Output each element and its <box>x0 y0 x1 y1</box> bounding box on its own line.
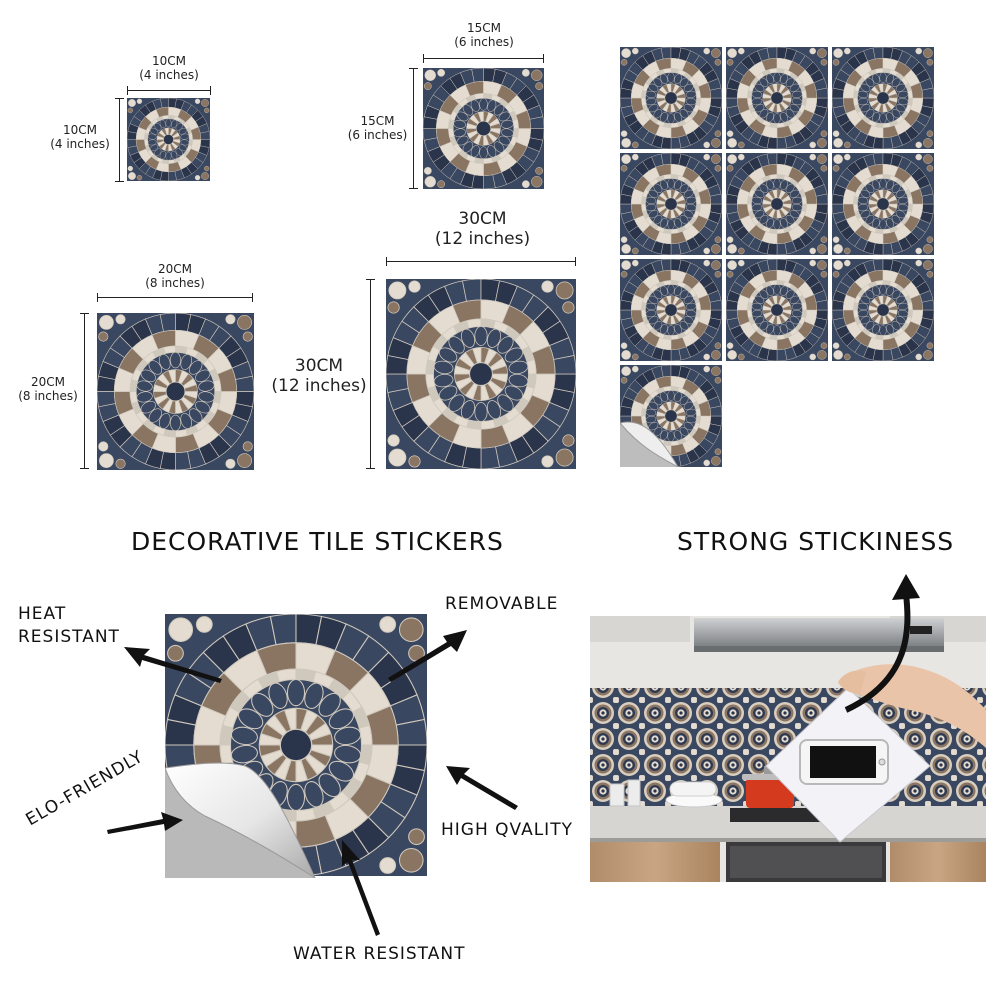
arrow-heat <box>124 647 222 683</box>
mandala-pattern <box>726 47 828 149</box>
heading-decorative-tile-stickers: DECORATIVE TILE STICKERS <box>131 527 504 556</box>
mandala-pattern <box>620 47 722 149</box>
peeled-corner <box>165 762 316 878</box>
width-label-30cm: 30CM (12 inches) <box>400 209 565 249</box>
feature-tile <box>165 614 427 876</box>
height-label-20cm: 20CM (8 inches) <box>12 375 84 404</box>
grid-tile <box>832 47 934 149</box>
mandala-pattern <box>726 153 828 255</box>
arrow-quality <box>446 766 518 810</box>
arrow-removable <box>388 630 467 682</box>
height-line-15cm <box>409 68 418 189</box>
feature-water-resistant: WATER RESISTANT <box>293 944 466 964</box>
height-inches: (12 inches) <box>271 375 367 396</box>
width-line-10cm <box>127 86 211 95</box>
width-cm: 15CM <box>466 21 501 35</box>
mandala-pattern <box>423 68 544 189</box>
feature-heat-line2: RESISTANT <box>18 626 120 647</box>
width-label-20cm: 20CM (8 inches) <box>100 262 250 291</box>
grid-tile <box>726 47 828 149</box>
width-label-10cm: 10CM (4 inches) <box>110 54 228 83</box>
tile-30cm <box>386 279 576 469</box>
grid-tile <box>726 259 828 361</box>
arrow-water <box>342 840 380 936</box>
feature-heat-resistant: HEAT RESISTANT <box>18 603 120 649</box>
mandala-pattern <box>832 259 934 361</box>
tile-20cm <box>97 313 254 470</box>
mandala-pattern <box>726 259 828 361</box>
grid-tile <box>620 47 722 149</box>
mandala-pattern <box>386 279 576 469</box>
height-line-20cm <box>80 313 89 469</box>
width-line-20cm <box>97 293 253 302</box>
height-label-15cm: 15CM (6 inches) <box>340 114 415 143</box>
grid-tile <box>620 153 722 255</box>
height-cm: 30CM <box>294 356 344 376</box>
tile-15cm <box>423 68 544 189</box>
feature-removable: REMOVABLE <box>445 594 559 614</box>
mandala-pattern <box>620 259 722 361</box>
height-label-10cm: 10CM (4 inches) <box>44 123 116 152</box>
height-line-10cm <box>115 98 124 182</box>
mandala-pattern <box>832 153 934 255</box>
width-inches: (4 inches) <box>139 67 199 82</box>
grid-tile <box>620 259 722 361</box>
height-cm: 20CM <box>30 375 65 389</box>
width-cm: 10CM <box>151 54 186 68</box>
heading-strong-stickiness: STRONG STICKINESS <box>677 527 955 556</box>
mandala-pattern <box>97 313 254 470</box>
width-cm: 20CM <box>157 262 192 276</box>
feature-high-quality: HIGH QVALITY <box>441 820 573 840</box>
width-line-30cm <box>386 257 576 266</box>
mandala-pattern <box>165 614 427 876</box>
width-inches: (6 inches) <box>454 34 514 49</box>
feature-heat-line1: HEAT <box>18 604 67 624</box>
grid-tile <box>832 153 934 255</box>
mandala-pattern <box>620 153 722 255</box>
grid-tile <box>726 153 828 255</box>
height-inches: (8 inches) <box>18 388 78 403</box>
width-label-15cm: 15CM (6 inches) <box>420 21 548 50</box>
width-line-15cm <box>423 54 544 63</box>
mandala-pattern <box>127 98 210 181</box>
height-cm: 10CM <box>62 123 97 137</box>
arrow-eco <box>107 812 183 834</box>
tile-10cm <box>127 98 210 181</box>
height-inches: (4 inches) <box>50 136 110 151</box>
tile-pack-grid <box>620 47 940 469</box>
kitchen-scene <box>590 574 986 882</box>
height-cm: 15CM <box>360 114 395 128</box>
width-inches: (8 inches) <box>145 275 205 290</box>
height-inches: (6 inches) <box>347 127 408 142</box>
grid-tile <box>832 259 934 361</box>
width-cm: 30CM <box>458 209 507 229</box>
width-inches: (12 inches) <box>434 228 531 249</box>
mandala-pattern <box>832 47 934 149</box>
grid-peeled-corner <box>620 421 679 467</box>
height-line-30cm <box>366 279 375 469</box>
height-label-30cm: 30CM (12 inches) <box>268 356 370 396</box>
